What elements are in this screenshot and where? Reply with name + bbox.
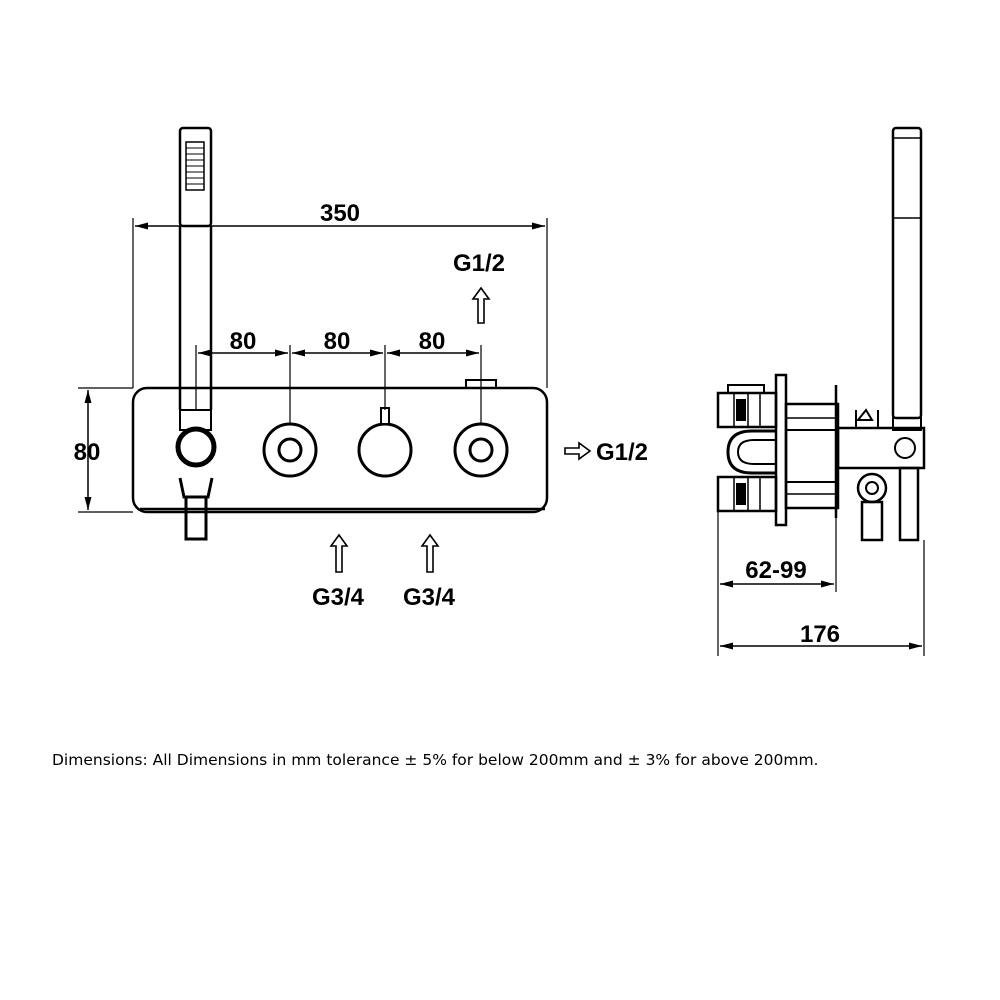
handle-2 — [357, 407, 413, 478]
outline-arrow-up-icon — [471, 286, 491, 324]
inlet-right-label: G3/4 — [403, 584, 456, 611]
dim-height: 80 — [74, 439, 101, 466]
front-view: 350 80 80 80 80 G1/2 G1/2 G3/4 G3/4 — [74, 126, 648, 611]
outline-arrow-up-icon — [420, 533, 440, 573]
top-outlet-label: G1/2 — [453, 250, 505, 277]
dim-spacing-3: 80 — [419, 328, 446, 355]
hand-shower-side — [891, 126, 923, 431]
handle-3 — [453, 422, 509, 478]
side-outlet-label: G1/2 — [596, 439, 648, 466]
dim-overall-depth: 176 — [800, 621, 840, 648]
dim-overall-width: 350 — [320, 200, 360, 227]
mixer-plate — [131, 386, 549, 514]
inlet-left-label: G3/4 — [312, 584, 365, 611]
outline-arrow-right-icon — [564, 441, 592, 461]
dim-spacing-2: 80 — [324, 328, 351, 355]
side-view: 62-99 176 — [716, 126, 926, 656]
dim-depth-range: 62-99 — [745, 557, 806, 584]
hand-shower-front — [175, 126, 217, 541]
outline-arrow-up-icon — [329, 533, 349, 573]
handle-1 — [262, 422, 318, 478]
dim-spacing-1: 80 — [230, 328, 257, 355]
dimensions-footnote: Dimensions: All Dimensions in mm toleran… — [52, 751, 819, 769]
